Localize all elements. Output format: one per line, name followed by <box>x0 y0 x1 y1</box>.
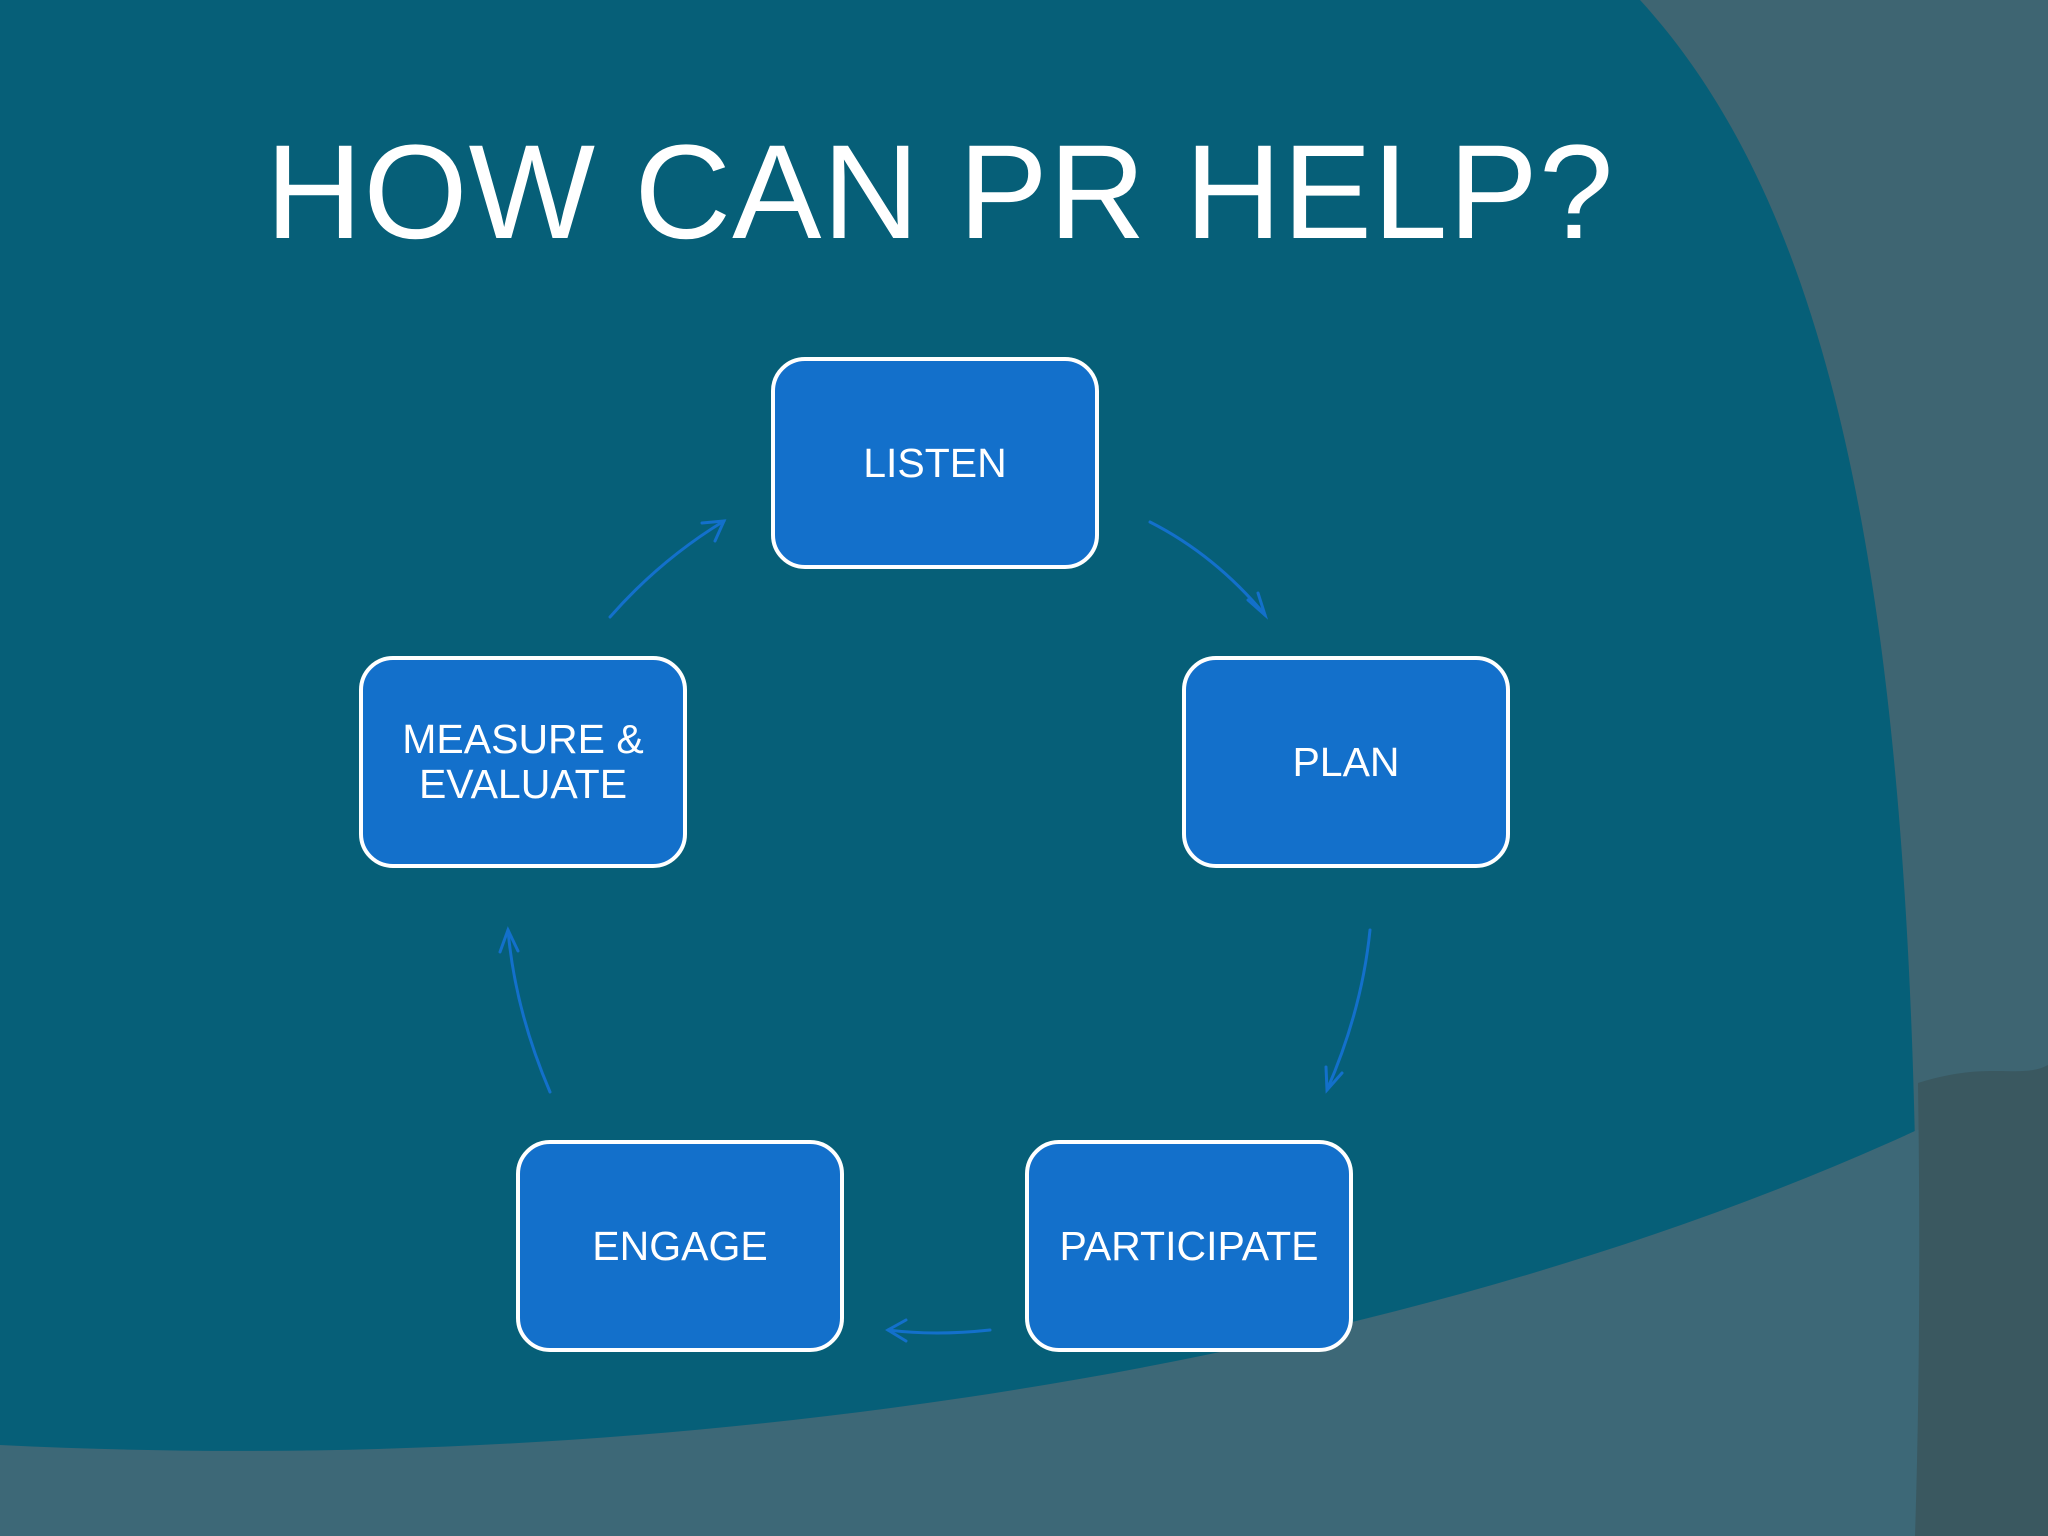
node-label: PARTICIPATE <box>1059 1222 1319 1269</box>
arrow-head-listen-to-plan <box>1246 591 1269 620</box>
cycle-node-listen: LISTEN <box>771 357 1099 569</box>
cycle-node-participate: PARTICIPATE <box>1025 1140 1353 1352</box>
slide-title: HOW CAN PR HELP? <box>265 118 1615 267</box>
overlap-shape <box>1915 1065 2048 1536</box>
node-label: LISTEN <box>863 439 1007 486</box>
arrow-head-measure-to-listen <box>700 519 727 543</box>
arrow-head-participate-to-engage <box>885 1318 908 1343</box>
cycle-node-measure-evaluate: MEASURE & EVALUATE <box>359 656 687 868</box>
arrow-plan-to-participate <box>1325 928 1372 1092</box>
arrow-participate-to-engage <box>886 1328 992 1335</box>
cycle-node-plan: PLAN <box>1182 656 1510 868</box>
node-label: PLAN <box>1292 738 1400 785</box>
bottom-band-shape <box>0 1065 2048 1536</box>
arrow-head-plan-to-participate <box>1324 1065 1344 1094</box>
arrow-measure-to-listen <box>608 519 726 619</box>
arrow-head-engage-to-measure <box>498 926 520 954</box>
arrow-engage-to-measure <box>506 928 552 1094</box>
node-label: MEASURE & EVALUATE <box>402 716 644 807</box>
cycle-node-engage: ENGAGE <box>516 1140 844 1352</box>
arrow-listen-to-plan <box>1148 520 1267 617</box>
node-label: ENGAGE <box>592 1222 768 1269</box>
